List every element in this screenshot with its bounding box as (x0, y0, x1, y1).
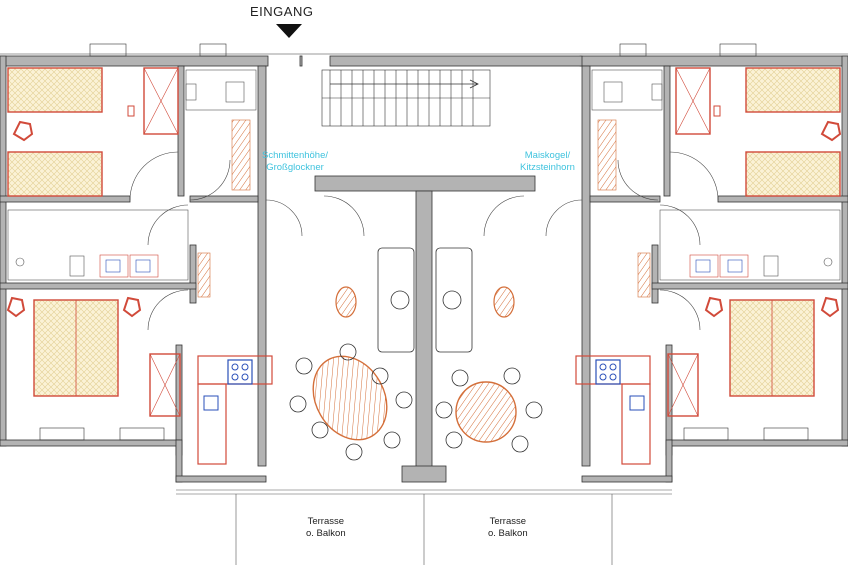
bath-left (7, 209, 211, 298)
terrace-label-right-line2: o. Balkon (488, 527, 528, 539)
dining-right (435, 367, 543, 453)
entrance-label: EINGANG (250, 4, 314, 19)
bedroom-top-left (7, 67, 179, 197)
wc-top-right (591, 69, 663, 191)
staircase (321, 69, 491, 127)
entrance-arrow-icon (276, 24, 302, 38)
bath-right (637, 209, 841, 298)
terrace-label-left-line1: Terrasse (307, 516, 345, 527)
terrace-label-right-line1: Terrasse (489, 516, 527, 527)
window-marks (0, 43, 848, 441)
bedroom-top-right (675, 67, 842, 197)
apartment-label-right-line1: Maiskogel/ (524, 150, 571, 161)
apartment-label-left-line1: Schmittenhöhe/ (262, 150, 329, 161)
door-swings (129, 151, 719, 331)
kitchen-right (575, 355, 651, 465)
bedroom-bottom-left (6, 296, 181, 417)
apartment-label-right: Maiskogel/ Kitzsteinhorn (520, 150, 575, 174)
apartment-label-left: Schmittenhöhe/ Großglockner (262, 150, 328, 174)
apartment-label-right-line2: Kitzsteinhorn (520, 161, 575, 173)
terrace-label-left-line2: o. Balkon (306, 527, 346, 539)
sofas (377, 247, 473, 353)
bedroom-bottom-right (667, 296, 840, 417)
walls (0, 55, 848, 483)
terrace-label-left: Terrasse o. Balkon (306, 516, 346, 540)
dining-left (289, 343, 413, 461)
apartment-label-left-line2: Großglockner (266, 161, 324, 173)
kitchen-left (197, 355, 273, 465)
terrace-label-right: Terrasse o. Balkon (488, 516, 528, 540)
side-tables (335, 286, 515, 318)
wc-top-left (185, 69, 257, 191)
terrace (176, 489, 672, 565)
